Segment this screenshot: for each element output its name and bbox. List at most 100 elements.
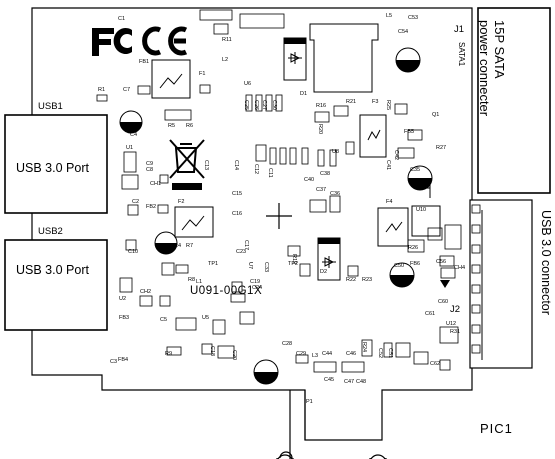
ref-r5: R5: [168, 123, 176, 129]
ref-u12: U12: [446, 321, 457, 327]
ref-c35: C35: [410, 167, 421, 173]
ref-c62: C62: [430, 361, 441, 367]
ref-f1: F1: [199, 71, 206, 77]
ref-c1: C1: [118, 16, 126, 22]
fc-logo: [92, 28, 132, 56]
key-notch-right: [369, 454, 387, 459]
ce-logo: [142, 26, 188, 56]
ref-c47: C47: [344, 379, 355, 385]
ref-c46: C46: [346, 351, 357, 357]
ref-c9: C9: [146, 161, 154, 167]
ref-fb1: FB1: [139, 59, 150, 65]
ref-r11: R11: [222, 37, 232, 43]
ref-l2: L2: [222, 57, 229, 63]
u10-chip: [411, 205, 441, 237]
ref-c16: C16: [232, 211, 243, 217]
ref-f4: F4: [386, 199, 393, 205]
ref-c37: C37: [316, 187, 327, 193]
ref-ch1: CH1: [150, 181, 162, 187]
ref-c13: C13: [203, 160, 209, 171]
ref-ch2: CH2: [140, 289, 152, 295]
ref-d2: D2: [320, 269, 328, 275]
ref-c36: C36: [330, 191, 341, 197]
ref-c52: C52: [377, 348, 383, 359]
ref-c30: C30: [271, 100, 277, 111]
ref-c50: C50: [394, 263, 405, 269]
figure-label: PIC1: [480, 421, 513, 436]
ref-r8: R8: [188, 277, 196, 283]
usb2-port-box: [4, 239, 108, 331]
ref-u6: U6: [244, 81, 252, 87]
ref-c14: C14: [233, 160, 239, 171]
ref-u5: U5: [202, 315, 210, 321]
ref-u7: U7: [247, 262, 253, 270]
ref-l5: L5: [386, 13, 393, 19]
ref-u1: U1: [126, 145, 134, 151]
ref-r4: R4: [174, 243, 182, 249]
ref-c56: C56: [436, 259, 447, 265]
ref-c24: C24: [252, 285, 263, 291]
ref-c54: C54: [398, 29, 409, 35]
ref-r22: R22: [346, 277, 357, 283]
f3-block: [359, 114, 387, 158]
j2-pin1-marker: [440, 280, 450, 288]
key-notch-left: [276, 454, 294, 459]
ref-c61: C61: [425, 311, 436, 317]
ref-c23: C23: [236, 249, 247, 255]
fiducial-crosshair: [266, 203, 292, 229]
fb1-block: [151, 59, 191, 99]
f4-block: [377, 207, 409, 247]
l5-block: [309, 23, 379, 93]
j2-label: J2: [450, 304, 461, 315]
ref-tp2: TP2: [288, 261, 299, 267]
pcie-notch: [289, 390, 306, 459]
ref-c42: C42: [393, 150, 399, 161]
usb1-port-box: [4, 114, 108, 214]
ref-c45: C45: [324, 377, 335, 383]
ref-c20: C20: [231, 350, 237, 361]
mounting-holes: [120, 60, 432, 384]
ref-r20: R20: [317, 124, 323, 135]
sata-power-line2: power connecter: [477, 20, 492, 117]
ref-c8: C8: [146, 167, 154, 173]
ref-c10: C10: [128, 249, 139, 255]
ref-c28: C28: [282, 341, 293, 347]
board-outline: [31, 7, 473, 441]
sata-power-line1: 15P SATA: [492, 20, 507, 79]
ref-fb5: FB5: [404, 129, 415, 135]
j1-label: J1: [454, 24, 465, 35]
ref-r16: R16: [316, 103, 327, 109]
ref-fb6: FB6: [410, 261, 421, 267]
f2-block: [174, 206, 214, 238]
ref-u8: U8: [332, 149, 340, 155]
ref-c60: C60: [438, 299, 449, 305]
usb2-header-label: USB2: [38, 226, 63, 237]
usb-connector-label: USB 3.0 connector: [539, 210, 553, 315]
sata-connector-box: [477, 7, 551, 194]
ref-fb2: FB2: [146, 204, 157, 210]
ref-r9: R9: [165, 351, 173, 357]
ref-tp1: TP1: [208, 261, 219, 267]
ref-r24: R24: [361, 342, 367, 353]
ref-c19: C19: [250, 279, 261, 285]
weee-bin-icon: [169, 139, 205, 179]
usb2-port-label: USB 3.0 Port: [16, 263, 89, 277]
ref-c4: C4: [130, 132, 138, 138]
ref-r7: R7: [186, 243, 194, 249]
ref-c25: C25: [243, 100, 249, 111]
ref-r27: R27: [436, 145, 447, 151]
ref-fb4: FB4: [118, 357, 129, 363]
ref-ch4: CH4: [454, 265, 466, 271]
ref-l1: L1: [196, 279, 203, 285]
ref-c12: C12: [253, 164, 259, 175]
ref-r1: R1: [98, 87, 106, 93]
ref-c3: C3: [110, 359, 118, 365]
ref-c40: C40: [304, 177, 315, 183]
ref-c44: C44: [322, 351, 333, 357]
ref-c33: C33: [263, 262, 269, 273]
ref-r31: R31: [450, 329, 461, 335]
ref-r23: R23: [362, 277, 373, 283]
ref-u2: U2: [119, 296, 127, 302]
ref-q1: Q1: [432, 112, 440, 118]
